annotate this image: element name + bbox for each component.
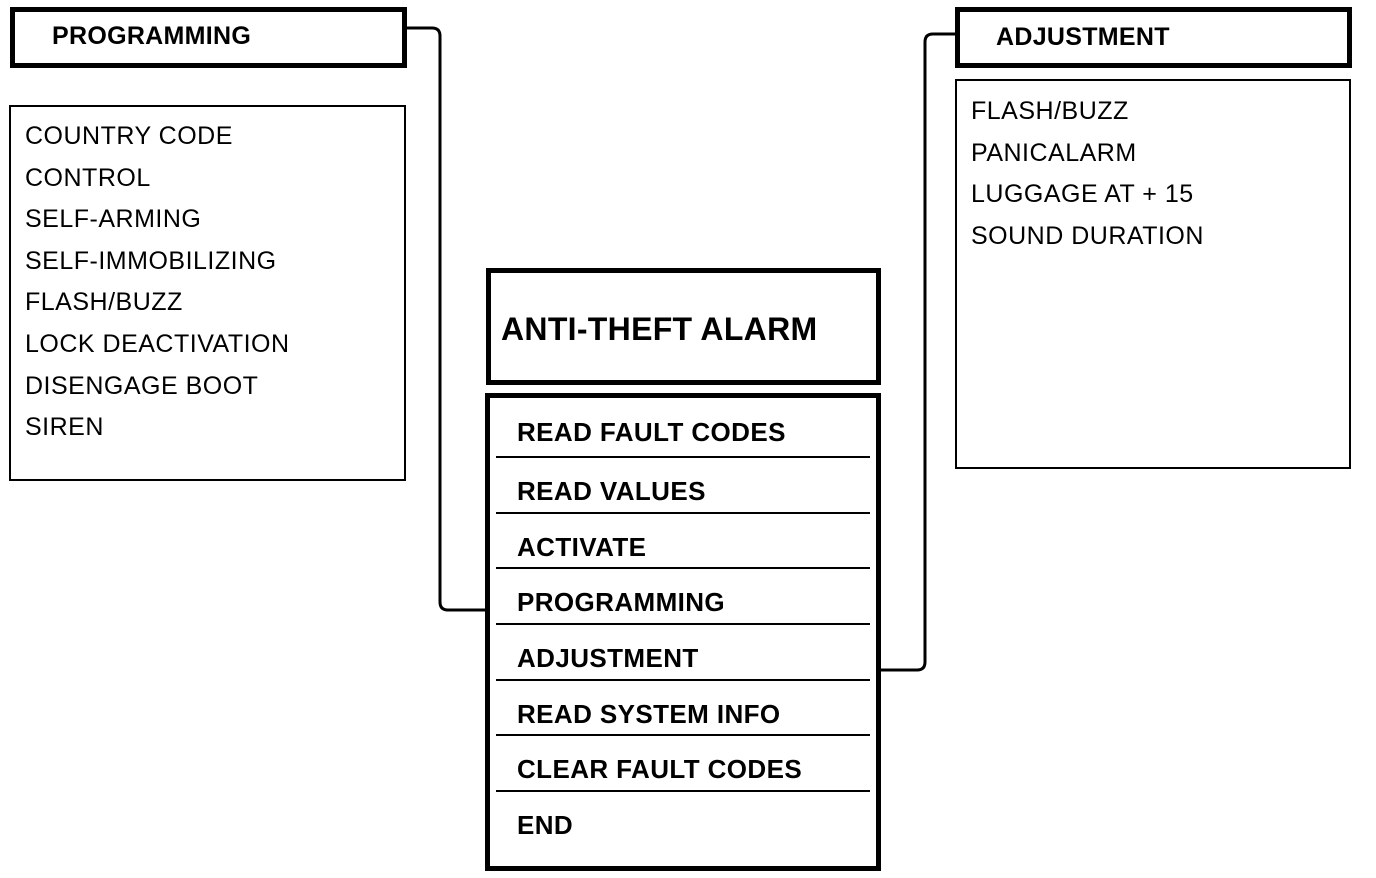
programming-options-box: COUNTRY CODE CONTROL SELF-ARMING SELF-IM… [9,105,406,481]
programming-option[interactable]: SELF-IMMOBILIZING [25,246,277,275]
programming-option[interactable]: LOCK DEACTIVATION [25,329,290,358]
adjustment-options-box: FLASH/BUZZ PANICALARM LUGGAGE AT + 15 SO… [955,79,1351,469]
programming-option[interactable]: DISENGAGE BOOT [25,371,259,400]
programming-title: PROGRAMMING [52,22,252,50]
programming-option[interactable]: COUNTRY CODE [25,122,233,150]
adjustment-title-box: ADJUSTMENT [955,7,1352,68]
programming-option[interactable]: FLASH/BUZZ [25,288,183,317]
adjustment-options-list: FLASH/BUZZ PANICALARM LUGGAGE AT + 15 SO… [957,81,1349,257]
main-menu-box: READ FAULT CODES READ VALUES ACTIVATE PR… [485,393,881,871]
menu-item-activate[interactable]: ACTIVATE [496,511,870,568]
adjustment-option[interactable]: PANICALARM [971,138,1137,167]
adjustment-title: ADJUSTMENT [996,23,1170,51]
main-menu-list: READ FAULT CODES READ VALUES ACTIVATE PR… [496,398,870,846]
menu-item-read-fault-codes[interactable]: READ FAULT CODES [517,417,786,447]
programming-options-list: COUNTRY CODE CONTROL SELF-ARMING SELF-IM… [11,107,404,449]
connector-adjustment [881,32,955,672]
programming-option[interactable]: SELF-ARMING [25,205,202,234]
menu-item-end[interactable]: END [496,790,870,846]
menu-item-clear-fault-codes[interactable]: CLEAR FAULT CODES [496,734,870,790]
anti-theft-alarm-title: ANTI-THEFT ALARM [501,311,818,347]
adjustment-option[interactable]: FLASH/BUZZ [971,97,1129,125]
programming-title-box: PROGRAMMING [10,7,407,68]
menu-item-read-system-info[interactable]: READ SYSTEM INFO [496,678,870,735]
programming-option[interactable]: CONTROL [25,163,151,192]
menu-item-programming[interactable]: PROGRAMMING [496,567,870,623]
connector-programming [407,26,486,612]
adjustment-option[interactable]: LUGGAGE AT + 15 [971,180,1194,209]
anti-theft-alarm-title-box: ANTI-THEFT ALARM [486,268,881,385]
programming-option[interactable]: SIREN [25,413,104,442]
menu-item-read-values[interactable]: READ VALUES [496,456,870,512]
menu-item-adjustment[interactable]: ADJUSTMENT [496,623,870,679]
adjustment-option[interactable]: SOUND DURATION [971,221,1204,250]
